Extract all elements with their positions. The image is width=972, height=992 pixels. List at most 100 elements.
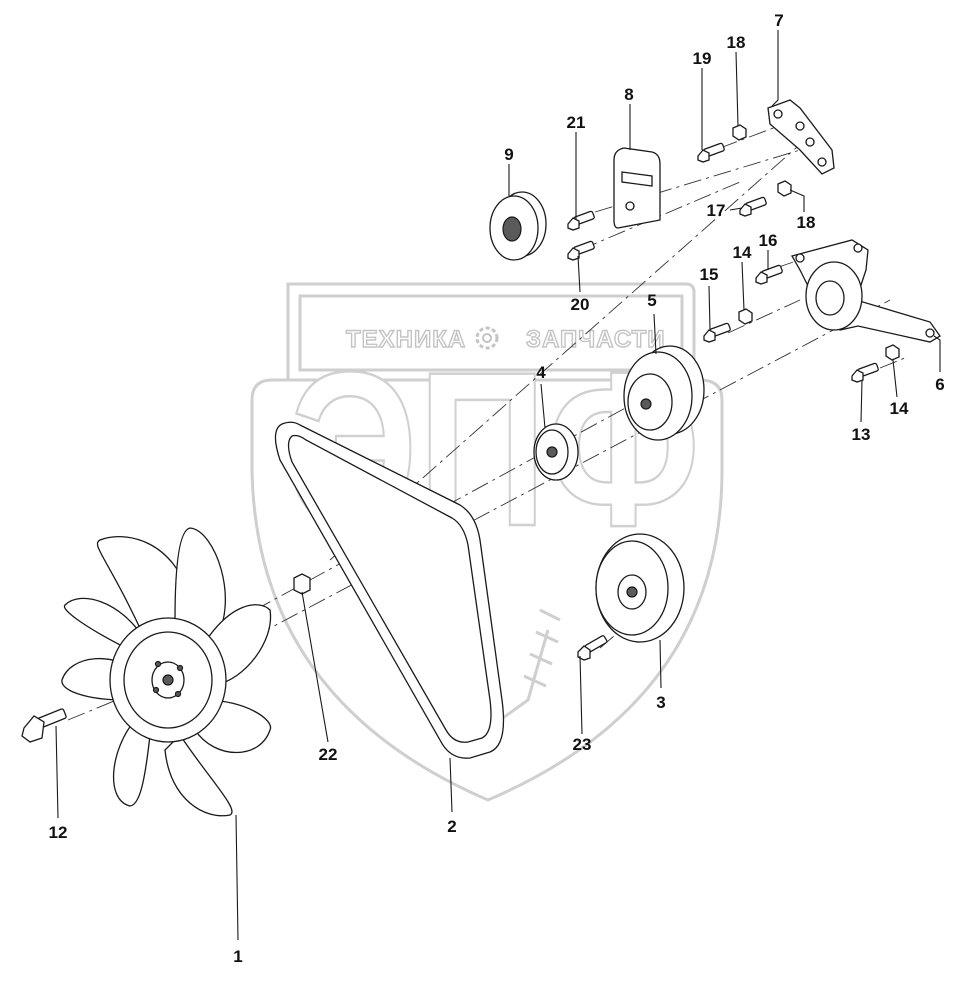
callout-20: 20 (571, 295, 590, 314)
callout-labels: 1 2 3 4 5 6 7 8 9 12 13 14 14 15 16 17 1… (49, 11, 945, 966)
callout-4: 4 (536, 363, 546, 382)
bolt-15-head (703, 329, 716, 343)
leader-18a (735, 51, 739, 127)
pulley-9-center-hole (502, 216, 522, 242)
bolt-20-head (567, 247, 580, 261)
pulley-9 (489, 191, 547, 261)
leader-12 (55, 725, 59, 819)
callout-18-lower: 18 (797, 213, 816, 232)
tensioner-arm-6-bore (815, 280, 845, 316)
bolt-19-head (697, 149, 710, 163)
leader-3 (659, 639, 662, 689)
watermark-right-text: ЗАПЧАСТИ (526, 326, 666, 353)
nut-18-lower (777, 180, 792, 197)
fan-bolt-hole (174, 690, 182, 698)
v-belt (274, 421, 505, 759)
leader-4 (540, 383, 546, 429)
nut-18-top-body (732, 124, 747, 141)
spacer-4-center-hole (546, 446, 558, 458)
callout-6: 6 (935, 375, 944, 394)
callout-14-lower: 14 (890, 399, 909, 418)
bracket-8 (613, 147, 661, 229)
bolt-17 (739, 196, 767, 217)
leader-18b (789, 189, 805, 212)
callout-22: 22 (319, 745, 338, 764)
bracket-7-hole (805, 137, 815, 147)
callout-5: 5 (647, 291, 656, 310)
pulley-5 (623, 345, 705, 441)
bolt-21-head (567, 217, 580, 231)
callout-13: 13 (852, 425, 871, 444)
bolt-15 (703, 322, 731, 343)
fan-blade-8 (63, 597, 146, 651)
leader-15 (708, 285, 711, 331)
callout-21: 21 (567, 113, 586, 132)
bolt-20 (567, 240, 595, 261)
bracket-8-plate (613, 147, 661, 229)
callout-14-upper: 14 (733, 243, 752, 262)
bolt-13-head (851, 369, 864, 383)
bolt-21 (567, 210, 595, 231)
leader-13 (860, 379, 863, 423)
spacer-4 (533, 423, 579, 481)
fan-blade-6 (112, 719, 151, 807)
bolt-17-head (739, 203, 752, 217)
fan-bolt-hole (154, 660, 162, 668)
callout-16: 16 (759, 231, 778, 250)
callout-18-top: 18 (727, 33, 746, 52)
callout-23: 23 (573, 735, 592, 754)
nut-22-body (293, 573, 311, 595)
callout-19: 19 (693, 49, 712, 68)
callout-3: 3 (656, 693, 665, 712)
leader-1 (235, 814, 239, 941)
fan-center-hole (162, 674, 174, 686)
bolt-23-head (577, 645, 591, 661)
bolt-16-head (755, 271, 768, 285)
bolt-12-head (21, 715, 45, 743)
nut-22 (293, 573, 311, 595)
leader-23 (579, 655, 583, 735)
pulley-5-center-hole (640, 398, 652, 410)
callout-8: 8 (624, 85, 633, 104)
leader-14a (741, 261, 745, 311)
center-line-bolt-15 (727, 299, 801, 334)
bracket-7-hole (817, 157, 827, 167)
fan-bolt-hole (152, 686, 160, 694)
leader-2 (449, 757, 453, 813)
center-line-main (171, 299, 891, 681)
nut-18-top (732, 124, 747, 141)
nut-14-lower (885, 344, 900, 361)
v-belt-inner (287, 434, 492, 743)
bolt-12 (21, 708, 67, 743)
bracket-7-hole (795, 121, 805, 131)
tensioner-arm-6-hole (795, 253, 805, 263)
bracket-8-hole (625, 201, 635, 211)
leader-22 (301, 591, 329, 743)
bracket-7-hole (773, 109, 783, 119)
callout-12: 12 (49, 823, 68, 842)
bolt-16 (755, 264, 783, 285)
bolt-13 (851, 362, 879, 383)
nut-14-lower-body (885, 344, 900, 361)
nut-18-lower-body (777, 180, 792, 197)
bracket-7-plate (767, 99, 835, 175)
tensioner-arm-6 (791, 239, 941, 343)
callout-7: 7 (774, 11, 783, 30)
bracket-8-slot (621, 171, 653, 187)
callout-17: 17 (707, 201, 726, 220)
callout-2: 2 (447, 817, 456, 836)
leader-20 (577, 255, 581, 293)
bracket-7 (767, 99, 835, 175)
watermark-left-text: ТЕХНИКА (346, 326, 466, 353)
fan-blade-2 (174, 527, 226, 641)
leader-5 (653, 313, 657, 355)
leader-6 (933, 335, 941, 372)
nut-14-upper-body (738, 308, 753, 325)
nut-14-upper (738, 308, 753, 325)
leader-14b (892, 359, 898, 398)
bolt-23 (577, 635, 608, 661)
watermark-gear-icon (475, 326, 499, 350)
leader-lines (55, 30, 941, 941)
